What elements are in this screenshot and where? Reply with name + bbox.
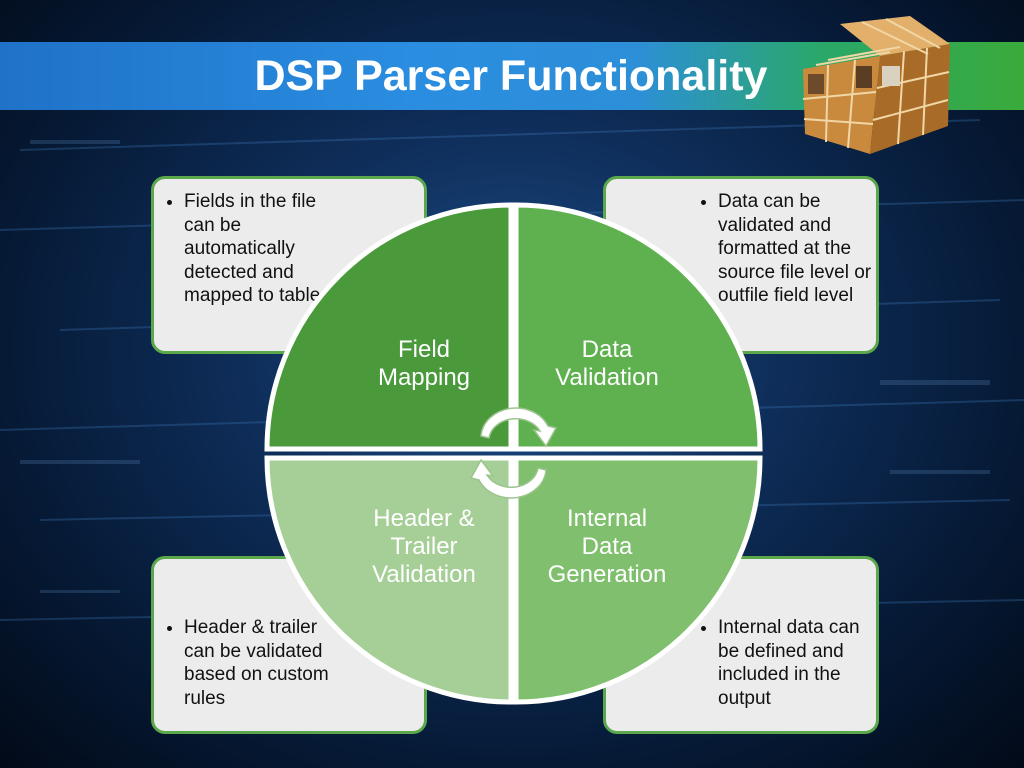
quadrant-label-data-validation: Data Validation [527, 336, 687, 392]
card-bullet: Header & trailer can be validated based … [184, 616, 332, 710]
cycle-arrow-top-icon [480, 407, 558, 448]
label-line: Header & [373, 505, 475, 532]
quadrant-internal-data [513, 455, 763, 705]
slide-title: DSP Parser Functionality [254, 52, 768, 100]
label-line: Generation [547, 561, 667, 588]
label-line: Validation [372, 561, 476, 588]
rubiks-cube-image [802, 16, 950, 154]
quadrant-field-mapping [264, 202, 514, 452]
quadrant-label-field-mapping: Field Mapping [344, 336, 504, 392]
cycle-arrow-bottom-icon [469, 458, 547, 499]
card-bullet: Internal data can be defined and include… [718, 616, 874, 710]
quadrant-label-internal-data: Internal Data Generation [527, 505, 687, 589]
card-bullet: Fields in the file can be automatically … [184, 190, 332, 308]
card-bullet: Data can be validated and formatted at t… [718, 190, 874, 308]
label-line: Data [581, 336, 633, 363]
label-line: Field [397, 336, 451, 363]
label-line: Validation [555, 364, 659, 391]
label-line: Internal [566, 505, 648, 532]
label-line: Data [581, 533, 633, 560]
label-line: Trailer [390, 533, 458, 560]
quadrant-header-trailer [264, 455, 514, 705]
label-line: Mapping [377, 364, 471, 391]
quadrant-data-validation [513, 202, 763, 452]
quadrant-label-header-trailer: Header & Trailer Validation [344, 505, 504, 589]
